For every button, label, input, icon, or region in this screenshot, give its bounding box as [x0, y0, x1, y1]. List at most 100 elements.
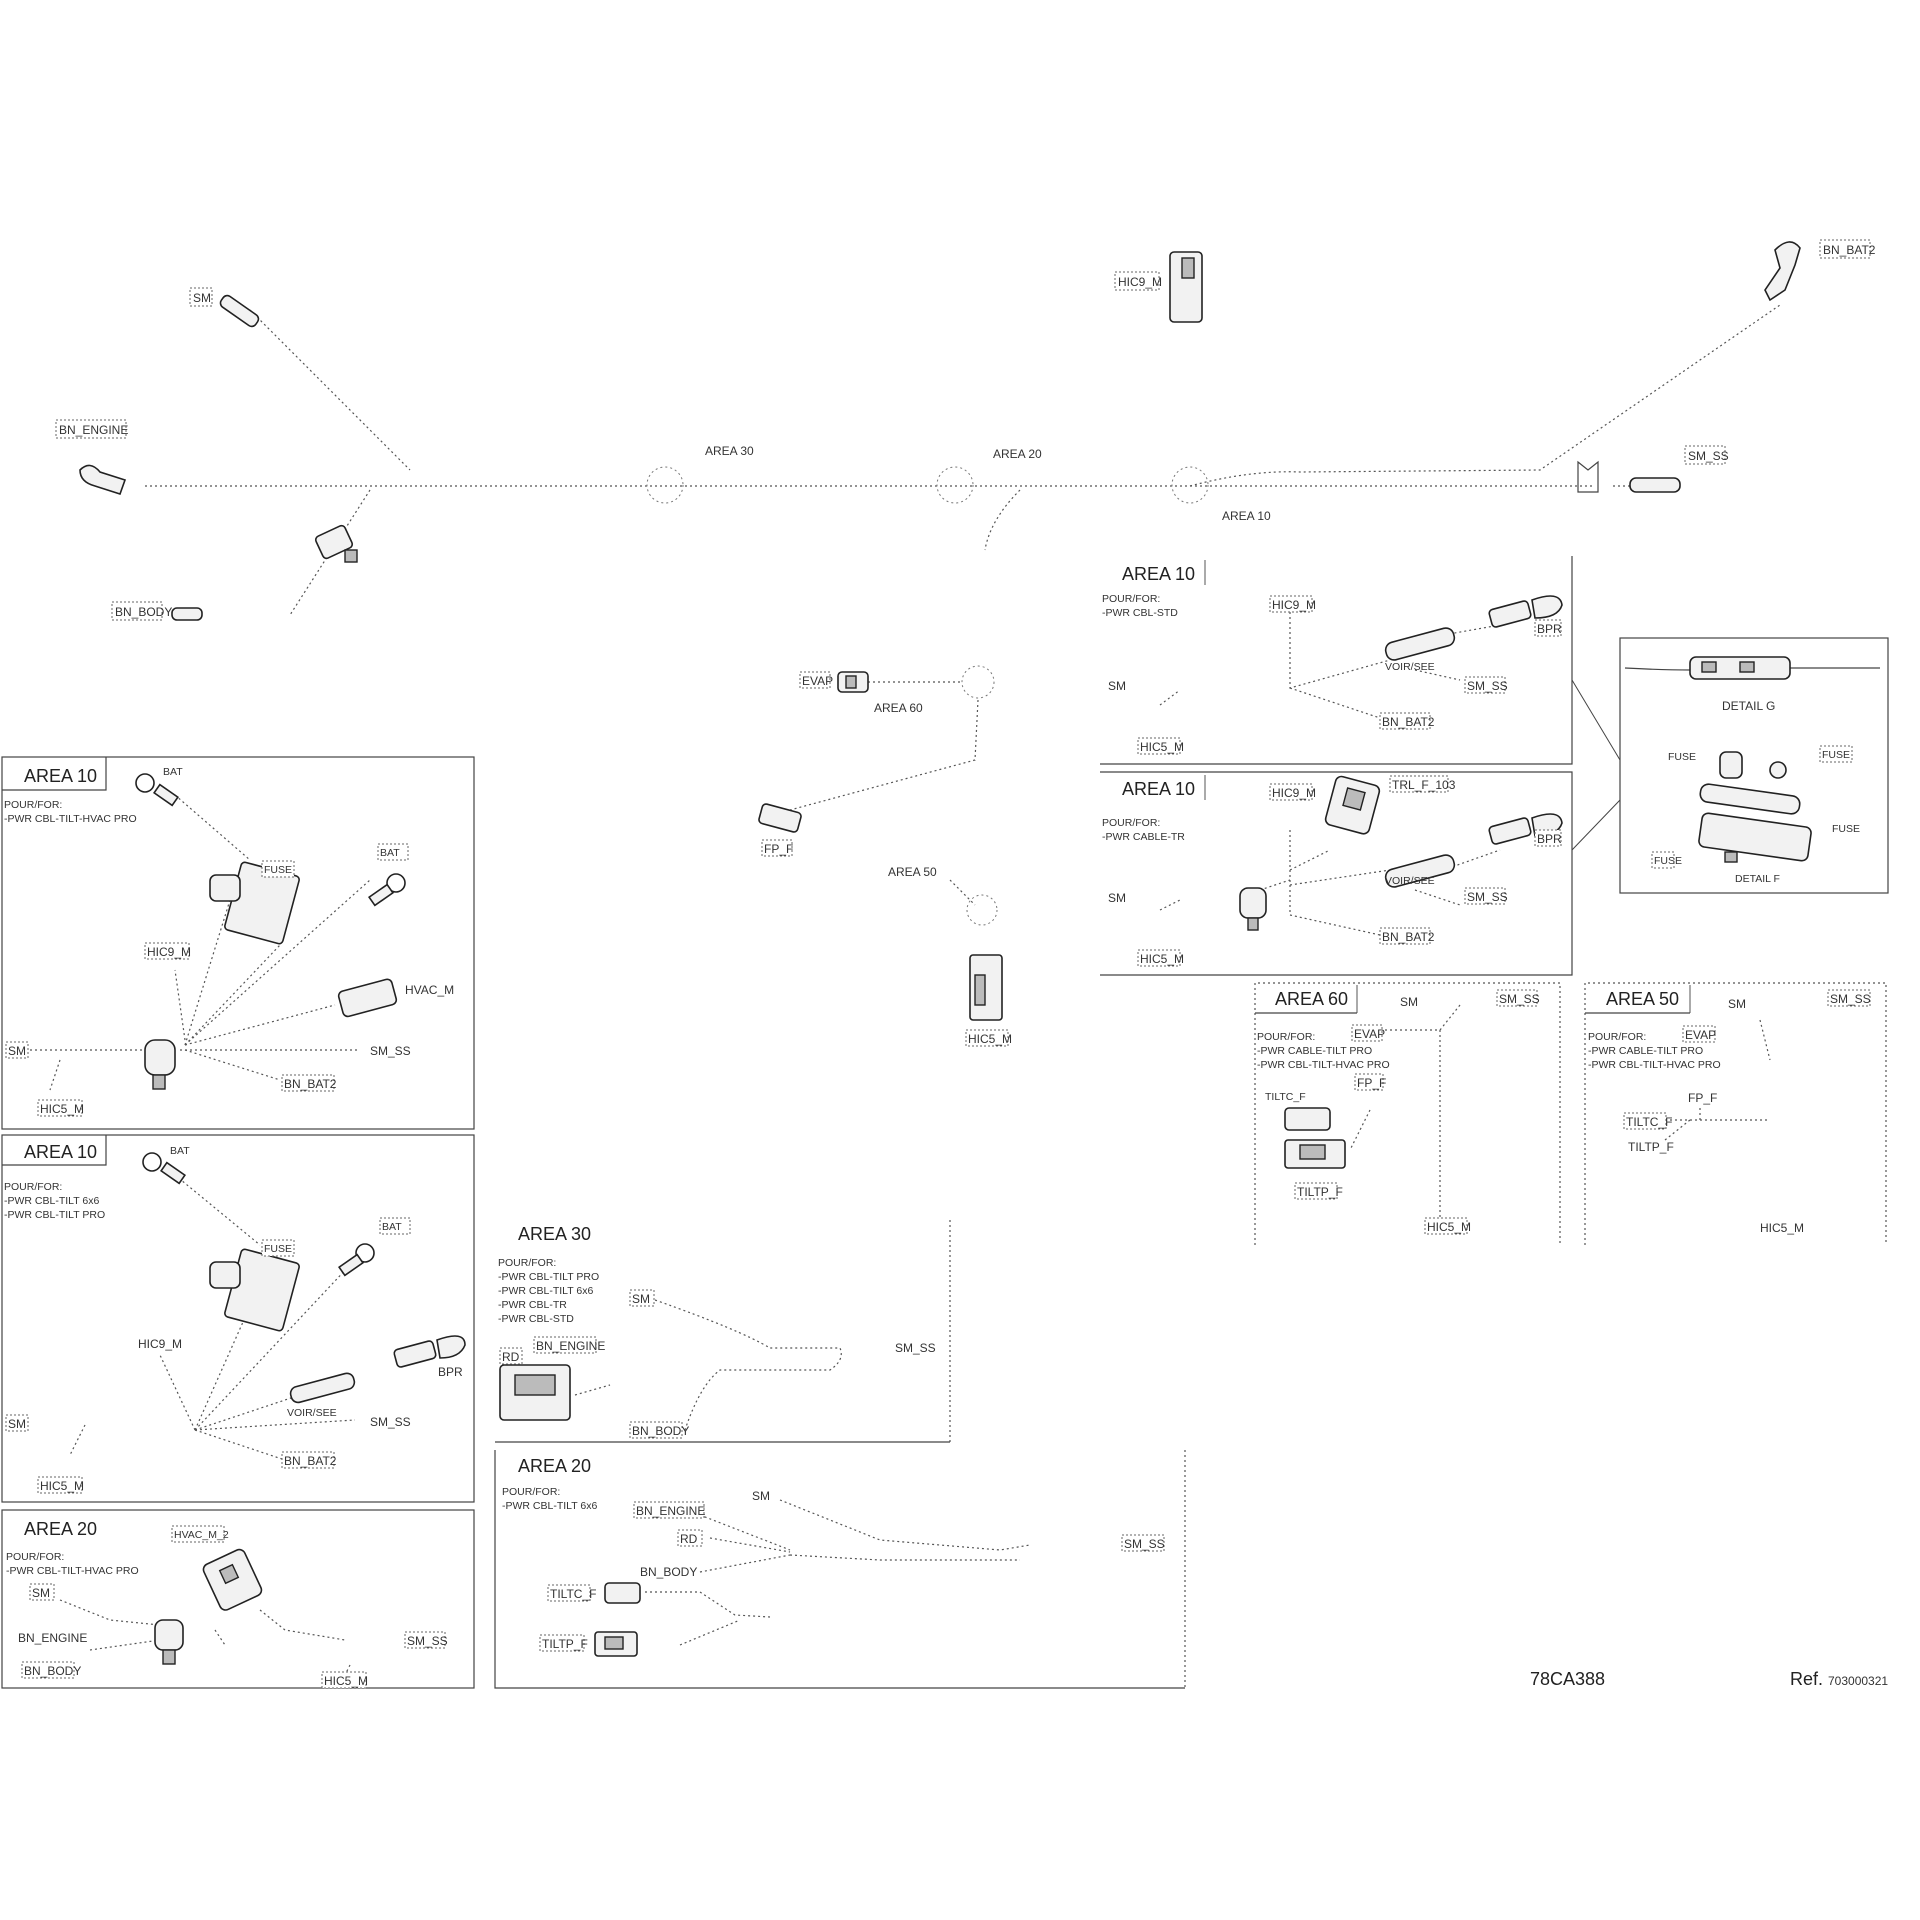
tag-rd-a20: RD — [677, 1529, 703, 1547]
tag-sm-l20: SM — [29, 1583, 55, 1601]
tag-tiltc-f-a50: TILTC_F — [1623, 1112, 1672, 1130]
tag-sm-ss-l2: SM_SS — [370, 1415, 411, 1429]
panel-detail-g: DETAIL G FUSE FUSE FUSE FUSE DETAIL F — [1571, 637, 1889, 894]
tag-sm-a60: SM — [1400, 995, 1418, 1009]
tag-bat-l1a: BAT — [163, 766, 183, 778]
svg-text:FP_F: FP_F — [1357, 1076, 1386, 1090]
svg-text:-PWR CBL-TILT PRO: -PWR CBL-TILT PRO — [498, 1271, 599, 1283]
svg-text:POUR/FOR:: POUR/FOR: — [4, 1181, 62, 1193]
svg-text:SM_SS: SM_SS — [895, 1341, 936, 1355]
tag-bn-bat2-a10rb: BN_BAT2 — [1379, 927, 1435, 945]
svg-text:HIC9_M: HIC9_M — [1118, 275, 1162, 289]
svg-text:FUSE: FUSE — [1654, 855, 1682, 867]
svg-text:BN_BODY: BN_BODY — [115, 605, 172, 619]
tag-tiltc-f-a20: TILTC_F — [547, 1584, 596, 1602]
svg-text:HIC5_M: HIC5_M — [1140, 740, 1184, 754]
svg-text:BPR: BPR — [1537, 832, 1562, 846]
voir-see-a10rt: VOIR/SEE — [1385, 661, 1435, 673]
ref-number: 703000321 — [1828, 1674, 1888, 1688]
tag-evap-a50: EVAP — [1682, 1025, 1716, 1043]
svg-text:-PWR CBL-TILT-HVAC PRO: -PWR CBL-TILT-HVAC PRO — [4, 813, 137, 825]
tag-bat-l2b: BAT — [379, 1217, 411, 1235]
tag-hic5-m-a10rt: HIC5_M — [1137, 737, 1184, 755]
svg-text:SM_SS: SM_SS — [1499, 992, 1540, 1006]
tag-hvac-m2-l: HVAC_M_2 — [171, 1525, 229, 1543]
callout-area-30: AREA 30 — [705, 444, 754, 458]
svg-text:AREA 10: AREA 10 — [24, 1142, 97, 1162]
svg-text:BN_BODY: BN_BODY — [24, 1664, 81, 1678]
tag-fp-f-a50: FP_F — [1688, 1091, 1717, 1105]
svg-text:BAT: BAT — [382, 1221, 402, 1233]
tag-hic9-m-top: HIC9_M — [1114, 271, 1162, 291]
svg-text:EVAP: EVAP — [1354, 1027, 1385, 1041]
svg-text:HIC5_M: HIC5_M — [968, 1032, 1012, 1046]
svg-text:FUSE: FUSE — [264, 864, 292, 876]
tag-sm-ss-a50: SM_SS — [1827, 989, 1871, 1007]
svg-text:POUR/FOR:: POUR/FOR: — [4, 799, 62, 811]
svg-text:BN_BAT2: BN_BAT2 — [1382, 715, 1435, 729]
svg-text:-PWR CBL-TILT-HVAC PRO: -PWR CBL-TILT-HVAC PRO — [6, 1565, 139, 1577]
svg-text:SM_SS: SM_SS — [1467, 679, 1508, 693]
tag-sm-ss-a60: SM_SS — [1496, 989, 1540, 1007]
tag-bn-body-a20: BN_BODY — [640, 1565, 697, 1579]
svg-text:-PWR CABLE-TILT PRO: -PWR CABLE-TILT PRO — [1588, 1045, 1703, 1057]
panel-area-20-left: AREA 20 POUR/FOR: -PWR CBL-TILT-HVAC PRO… — [1, 1509, 475, 1689]
ring-terminal-bn-bat2 — [1764, 241, 1801, 302]
tag-tiltp-f-a60: TILTP_F — [1294, 1182, 1343, 1200]
ring-terminal-bn-body — [171, 607, 203, 621]
svg-text:BN_ENGINE: BN_ENGINE — [536, 1339, 605, 1353]
svg-text:HIC5_M: HIC5_M — [324, 1674, 368, 1688]
svg-text:TILTP_F: TILTP_F — [1628, 1140, 1674, 1154]
tag-hic9-m-l2: HIC9_M — [138, 1337, 182, 1351]
tag-bn-engine-l20: BN_ENGINE — [18, 1631, 87, 1645]
svg-text:-PWR CBL-TILT-HVAC PRO: -PWR CBL-TILT-HVAC PRO — [1588, 1059, 1721, 1071]
svg-text:-PWR CBL-TILT 6x6: -PWR CBL-TILT 6x6 — [4, 1195, 99, 1207]
connector-hic9-m-top — [1169, 251, 1203, 323]
svg-text:SM_SS: SM_SS — [1124, 1537, 1165, 1551]
tag-sm-a30: SM — [629, 1289, 655, 1307]
tag-bpr-a10rb: BPR — [1534, 829, 1562, 847]
svg-text:HIC9_M: HIC9_M — [147, 945, 191, 959]
svg-text:HIC5_M: HIC5_M — [1427, 1220, 1471, 1234]
svg-text:BPR: BPR — [1537, 622, 1562, 636]
tag-sm-ss-a30: SM_SS — [895, 1341, 936, 1355]
tag-trl-f-103-a10rb: TRL_F_103 — [1389, 775, 1456, 793]
tag-fp-f-a60: FP_F — [1354, 1073, 1386, 1091]
svg-text:HVAC_M: HVAC_M — [405, 983, 454, 997]
callout-area-20: AREA 20 — [993, 447, 1042, 461]
ring-terminal-sm-ss-top — [1629, 477, 1681, 493]
svg-text:FUSE: FUSE — [1668, 751, 1696, 763]
tag-bn-bat2-top: BN_BAT2 — [1819, 239, 1876, 259]
svg-text:BN_BODY: BN_BODY — [632, 1424, 689, 1438]
svg-text:RD: RD — [502, 1350, 520, 1364]
svg-text:AREA 50: AREA 50 — [1606, 989, 1679, 1009]
svg-text:SM_SS: SM_SS — [1830, 992, 1871, 1006]
tag-fuse-1: FUSE — [1668, 751, 1696, 763]
tag-hic5-m-a10rb: HIC5_M — [1137, 949, 1184, 967]
tag-bat-l2a: BAT — [170, 1145, 190, 1157]
hic5-m-connector-center — [969, 954, 1003, 1021]
svg-text:BAT: BAT — [170, 1145, 190, 1157]
tag-tiltp-f-a50: TILTP_F — [1628, 1140, 1674, 1154]
svg-text:HIC9_M: HIC9_M — [1272, 598, 1316, 612]
svg-text:BAT: BAT — [380, 847, 400, 859]
tag-fuse-l1: FUSE — [261, 860, 295, 878]
svg-text:-PWR CABLE-TR: -PWR CABLE-TR — [1102, 831, 1185, 843]
svg-text:BN_ENGINE: BN_ENGINE — [636, 1504, 705, 1518]
tag-bn-body-l20: BN_BODY — [21, 1661, 81, 1679]
voir-see-a10rb: VOIR/SEE — [1385, 875, 1435, 887]
fp-f-connector — [758, 803, 802, 833]
tag-hvac-m-l1: HVAC_M — [405, 983, 454, 997]
tag-hic9-m-l1: HIC9_M — [144, 942, 191, 960]
tag-evap-center: EVAP — [799, 671, 833, 689]
panel-area-60: AREA 60 POUR/FOR: -PWR CABLE-TILT PRO -P… — [1254, 982, 1561, 1245]
svg-text:POUR/FOR:: POUR/FOR: — [498, 1257, 556, 1269]
detail-g-label: DETAIL G — [1722, 699, 1775, 713]
svg-text:-PWR CBL-STD: -PWR CBL-STD — [1102, 607, 1178, 619]
svg-text:FUSE: FUSE — [1822, 749, 1850, 761]
tag-fuse-4: FUSE — [1651, 851, 1682, 869]
tag-hic9-m-a10rt: HIC9_M — [1269, 595, 1316, 613]
tag-bpr-l2: BPR — [438, 1365, 463, 1379]
svg-text:FUSE: FUSE — [264, 1243, 292, 1255]
svg-text:AREA 10: AREA 10 — [1122, 779, 1195, 799]
